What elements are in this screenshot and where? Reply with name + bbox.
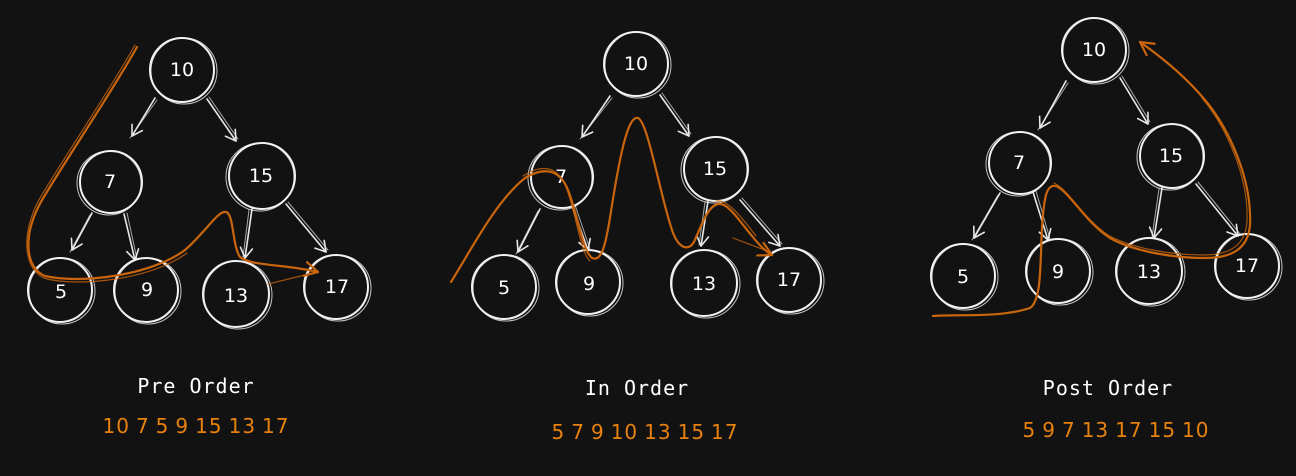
sequence-item: 15	[1148, 418, 1177, 442]
svg-text:9: 9	[1052, 261, 1064, 283]
svg-text:9: 9	[141, 279, 153, 301]
sequence-item: 5	[155, 414, 170, 438]
in-order-traversal-path	[449, 116, 774, 284]
svg-text:17: 17	[1235, 255, 1259, 277]
post-order-traversal-path	[931, 40, 1252, 318]
svg-text:9: 9	[583, 273, 595, 295]
sequence-item: 10	[1182, 418, 1210, 442]
svg-text:15: 15	[249, 165, 273, 187]
sequence-item: 17	[262, 414, 290, 438]
sequence-item: 17	[1115, 418, 1143, 442]
node-9: 9	[113, 257, 182, 325]
svg-text:13: 13	[224, 285, 248, 307]
svg-text:17: 17	[777, 269, 801, 291]
in-order-caption: In Order	[584, 376, 690, 400]
node-5: 5	[471, 254, 540, 322]
sequence-item: 15	[677, 420, 706, 444]
node-9: 9	[555, 249, 624, 317]
svg-text:7: 7	[104, 171, 116, 193]
node-17: 17	[756, 247, 825, 315]
sequence-item: 13	[644, 420, 672, 444]
sequence-item: 9	[590, 420, 605, 444]
node-5: 5	[930, 243, 999, 311]
node-10: 10	[603, 31, 672, 99]
node-15: 15	[680, 136, 749, 204]
sequence-item: 13	[1081, 418, 1110, 442]
pre-order-diagram: 10 7 15 5 9 13 17	[26, 37, 372, 330]
sequence-item: 5	[1022, 418, 1037, 442]
svg-text:15: 15	[1159, 145, 1183, 167]
sequence-item: 5	[551, 420, 566, 444]
svg-text:10: 10	[1082, 39, 1106, 61]
node-17: 17	[1214, 233, 1283, 301]
node-9: 9	[1025, 238, 1094, 306]
sequence-item: 10	[102, 414, 130, 438]
svg-text:15: 15	[703, 158, 727, 180]
sequence-item: 7	[571, 420, 585, 444]
svg-text:13: 13	[1137, 261, 1161, 283]
svg-text:10: 10	[624, 53, 648, 75]
sequence-item: 7	[135, 414, 150, 438]
sequence-item: 13	[228, 414, 257, 438]
svg-text:17: 17	[325, 276, 349, 298]
in-order-diagram: 10 7 15 5 9 13 17	[449, 31, 825, 322]
node-5: 5	[27, 257, 96, 325]
node-15: 15	[225, 142, 296, 212]
node-13: 13	[670, 249, 741, 319]
node-17: 17	[303, 254, 372, 322]
node-10: 10	[1061, 17, 1130, 85]
node-13: 13	[202, 260, 273, 330]
node-13: 13	[1115, 237, 1186, 307]
svg-text:7: 7	[1013, 152, 1025, 174]
post-order-edges	[971, 75, 1241, 241]
sequence-item: 7	[1061, 418, 1076, 442]
svg-text:10: 10	[170, 59, 194, 81]
sequence-item: 17	[711, 420, 739, 444]
sequence-item: 9	[175, 414, 190, 438]
node-10: 10	[149, 37, 218, 105]
svg-text:5: 5	[498, 277, 510, 299]
svg-text:5: 5	[957, 266, 969, 288]
post-order-caption: Post Order	[1042, 376, 1174, 400]
sequence-item: 10	[610, 420, 639, 444]
node-7: 7	[985, 131, 1052, 197]
svg-text:13: 13	[692, 273, 716, 295]
pre-order-edges	[69, 96, 329, 261]
pre-order-traversal-path	[26, 44, 320, 285]
node-15: 15	[1136, 123, 1205, 191]
node-7: 7	[76, 150, 143, 216]
pre-order-caption: Pre Order	[137, 374, 255, 398]
sequence-item: 15	[195, 414, 223, 438]
svg-text:5: 5	[55, 281, 67, 303]
post-order-diagram: 10 7 15 5 9 13 17	[930, 17, 1283, 318]
sequence-item: 9	[1042, 418, 1056, 442]
